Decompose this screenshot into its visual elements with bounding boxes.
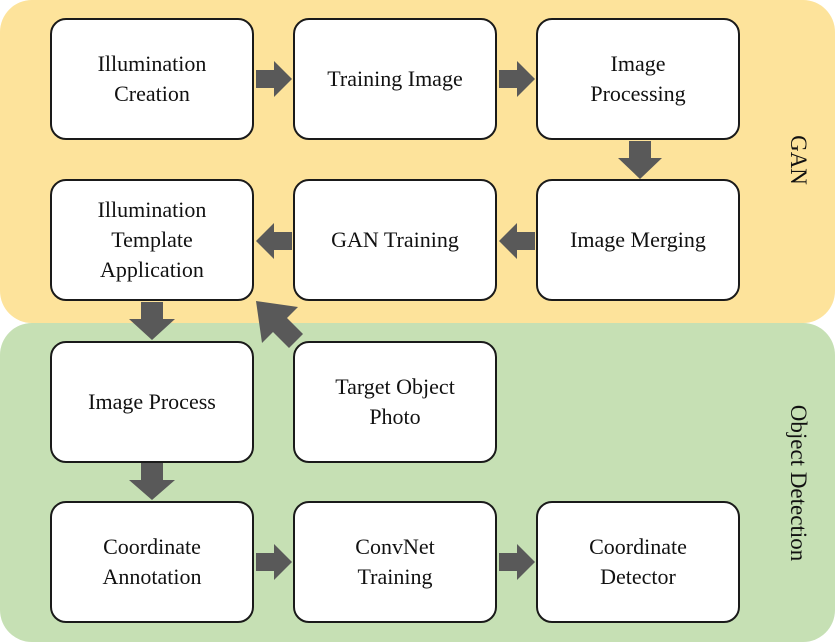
image-process-box: Image Process: [50, 341, 254, 463]
gan-training-box: GAN Training: [293, 179, 497, 301]
arrow-coordinate-annotation-to-convnet-training: [256, 544, 292, 580]
arrow-training-image-to-image-processing: [499, 61, 535, 97]
arrow-image-processing-to-image-merging: [618, 141, 662, 179]
arrow-illumination-creation-to-training-image: [256, 61, 292, 97]
image-processing-box: Image Processing: [536, 18, 740, 140]
arrow-image-process-to-coordinate-annotation: [129, 463, 175, 500]
illumination-template-application-box: Illumination Template Application: [50, 179, 254, 301]
coordinate-annotation-box: Coordinate Annotation: [50, 501, 254, 623]
arrow-gan-training-to-illumination-template-application: [256, 223, 292, 259]
illumination-creation-box: Illumination Creation: [50, 18, 254, 140]
arrow-convnet-training-to-coordinate-detector: [499, 544, 535, 580]
arrow-template-application-to-image-process: [129, 302, 175, 340]
target-object-photo-box: Target Object Photo: [293, 341, 497, 463]
arrow-image-merging-to-gan-training: [499, 223, 535, 259]
training-image-box: Training Image: [293, 18, 497, 140]
coordinate-detector-box: Coordinate Detector: [536, 501, 740, 623]
image-merging-box: Image Merging: [536, 179, 740, 301]
arrow-target-object-photo-to-template-application: [256, 301, 303, 348]
convnet-training-box: ConvNet Training: [293, 501, 497, 623]
